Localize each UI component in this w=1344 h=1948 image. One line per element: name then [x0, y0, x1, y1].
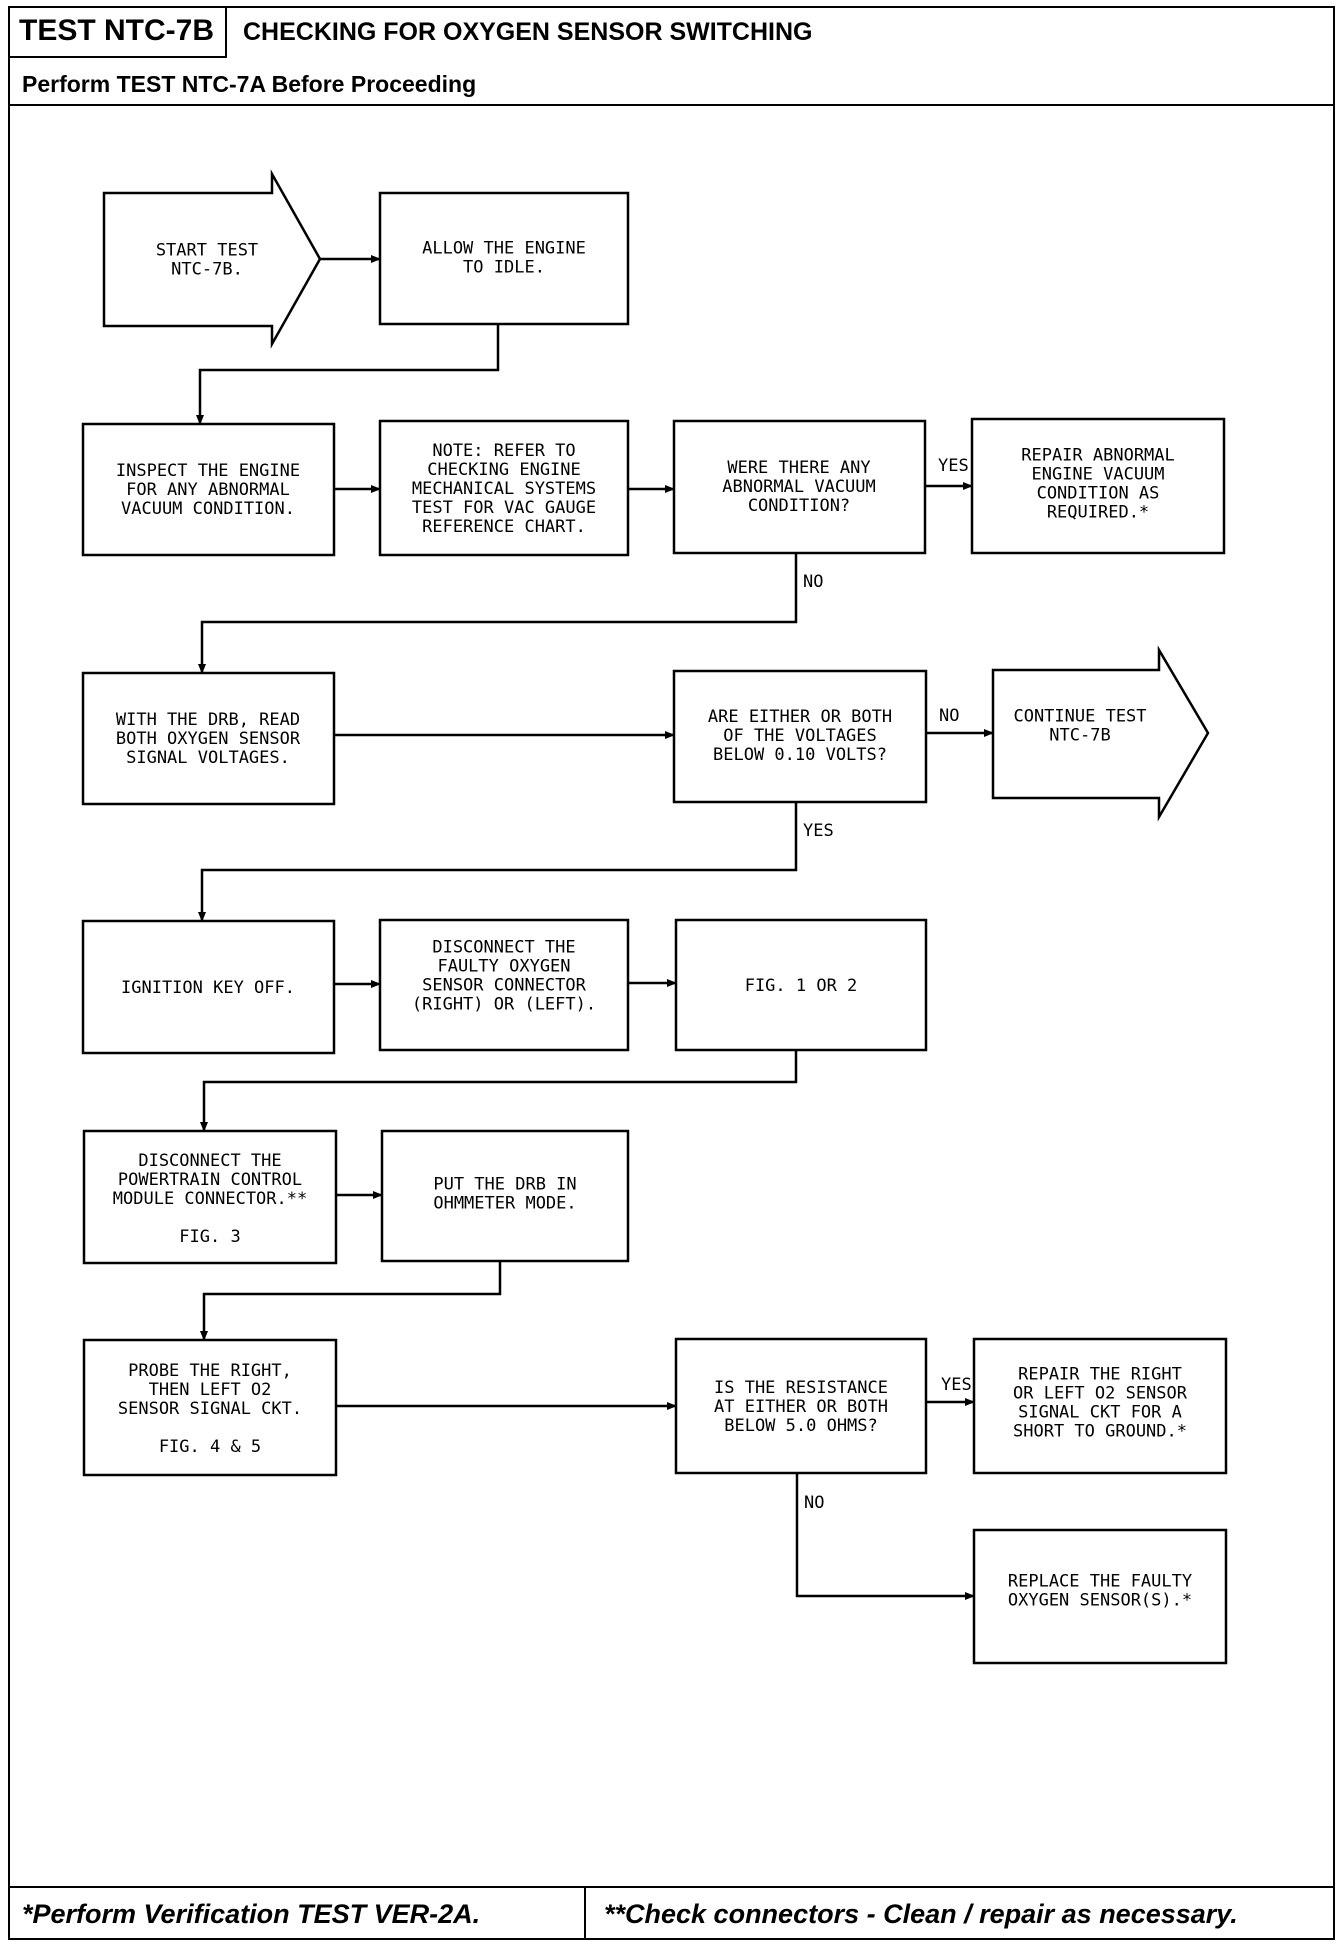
node-text-read-voltages: WITH THE DRB, READ [116, 710, 300, 730]
node-text-q-resistance: BELOW 5.0 OHMS? [724, 1416, 878, 1436]
footer-separator [584, 1886, 586, 1940]
page-frame [8, 6, 1335, 1940]
node-text-disconnect-o2: DISCONNECT THE [432, 938, 575, 958]
node-text-disconnect-pcm: POWERTRAIN CONTROL [118, 1170, 302, 1190]
node-text-allow-idle: TO IDLE. [463, 258, 545, 278]
node-text-q-voltages: BELOW 0.10 VOLTS? [713, 745, 887, 765]
node-start [102, 169, 322, 349]
footer-note-verification: *Perform Verification TEST VER-2A. [22, 1899, 481, 1929]
node-inspect-vacuum [81, 422, 336, 557]
node-text-note-refer: REFERENCE CHART. [422, 517, 586, 537]
node-note-refer [378, 419, 630, 557]
node-text-disconnect-o2: SENSOR CONNECTOR [422, 976, 587, 996]
node-text-q-voltages: ARE EITHER OR BOTH [708, 707, 892, 727]
edge-resistance-no [795, 1473, 975, 1600]
node-text-allow-idle: ALLOW THE ENGINE [422, 239, 586, 259]
node-repair-vacuum [970, 417, 1226, 555]
node-text-fig12: FIG. 1 OR 2 [745, 976, 858, 996]
test-id: TEST NTC-7B [8, 6, 227, 58]
node-text-ohmmeter: PUT THE DRB IN [433, 1175, 576, 1195]
node-disconnect-o2 [378, 918, 630, 1052]
node-text-probe: THEN LEFT O2 [149, 1380, 272, 1400]
node-text-read-voltages: BOTH OXYGEN SENSOR [116, 729, 301, 749]
node-text-continue: NTC-7B [1049, 726, 1110, 746]
node-disconnect-pcm [82, 1129, 338, 1265]
label-voltages-yes: YES [803, 821, 834, 841]
node-continue [991, 645, 1210, 822]
node-text-inspect-vacuum: VACUUM CONDITION. [121, 499, 295, 519]
label-vacuum-no: NO [803, 572, 823, 592]
edge-voltages-yes [198, 802, 798, 922]
node-text-repair-vacuum: ENGINE VACUUM [1031, 465, 1164, 485]
label-voltages-no: NO [939, 706, 959, 726]
node-repair-short [972, 1337, 1228, 1475]
node-text-inspect-vacuum: INSPECT THE ENGINE [116, 461, 300, 481]
edge-vacuum-no [198, 553, 798, 674]
page-subtitle: Perform TEST NTC-7A Before Proceeding [22, 71, 477, 97]
header-divider [8, 104, 1335, 106]
node-text-disconnect-pcm: MODULE CONNECTOR.** [113, 1189, 307, 1209]
node-text-repair-vacuum: REPAIR ABNORMAL [1021, 446, 1175, 466]
node-text-q-resistance: IS THE RESISTANCE [714, 1378, 888, 1398]
node-allow-idle [378, 191, 630, 326]
node-text-repair-short: SIGNAL CKT FOR A [1018, 1403, 1182, 1423]
node-text-disconnect-pcm: FIG. 3 [179, 1227, 240, 1247]
node-text-start: NTC-7B. [171, 260, 243, 280]
node-text-probe: PROBE THE RIGHT, [128, 1361, 292, 1381]
node-text-replace-sensor: REPLACE THE FAULTY [1008, 1572, 1192, 1592]
node-text-ohmmeter: OHMMETER MODE. [433, 1194, 576, 1214]
node-replace-sensor [972, 1528, 1228, 1665]
node-text-repair-short: SHORT TO GROUND.* [1013, 1422, 1187, 1442]
edge-allow-inspect [196, 324, 500, 425]
footer-note-connectors: **Check connectors - Clean / repair as n… [604, 1899, 1238, 1929]
label-resistance-yes: YES [941, 1375, 972, 1395]
edge-fig-pcm [200, 1050, 798, 1132]
footer-divider [8, 1886, 1335, 1888]
node-text-q-voltages: OF THE VOLTAGES [723, 726, 877, 746]
node-text-note-refer: TEST FOR VAC GAUGE [412, 498, 596, 518]
node-text-start: START TEST [156, 241, 258, 261]
node-text-repair-vacuum: CONDITION AS [1037, 484, 1160, 504]
node-text-note-refer: CHECKING ENGINE [427, 460, 581, 480]
node-read-voltages [81, 671, 336, 806]
node-text-probe: SENSOR SIGNAL CKT. [118, 1399, 302, 1419]
node-ohmmeter-mode [380, 1129, 630, 1263]
node-text-q-vacuum: CONDITION? [748, 496, 850, 516]
node-text-q-vacuum: WERE THERE ANY [727, 458, 870, 478]
page-title: CHECKING FOR OXYGEN SENSOR SWITCHING [243, 18, 813, 46]
node-text-disconnect-o2: FAULTY OXYGEN [437, 957, 570, 977]
node-text-disconnect-o2: (RIGHT) OR (LEFT). [412, 995, 596, 1015]
node-text-note-refer: MECHANICAL SYSTEMS [412, 479, 596, 499]
node-key-off [81, 919, 336, 1055]
node-text-key-off: IGNITION KEY OFF. [121, 978, 295, 998]
node-text-continue: CONTINUE TEST [1013, 707, 1146, 727]
connectors [196, 255, 994, 1600]
node-question-voltages [672, 669, 928, 804]
node-text-disconnect-pcm: DISCONNECT THE [138, 1151, 281, 1171]
node-text-replace-sensor: OXYGEN SENSOR(S).* [1008, 1591, 1192, 1611]
label-vacuum-yes: YES [938, 456, 969, 476]
node-text-q-vacuum: ABNORMAL VACUUM [722, 477, 876, 497]
node-text-repair-short: REPAIR THE RIGHT [1018, 1365, 1182, 1385]
edge-ohm-probe [200, 1261, 502, 1341]
node-text-read-voltages: SIGNAL VOLTAGES. [126, 748, 290, 768]
label-resistance-no: NO [804, 1493, 824, 1513]
node-probe [82, 1338, 338, 1477]
node-text-note-refer: NOTE: REFER TO [432, 441, 575, 461]
node-text-repair-vacuum: REQUIRED.* [1047, 503, 1149, 523]
node-text-probe: FIG. 4 & 5 [159, 1437, 261, 1457]
node-text-repair-short: OR LEFT O2 SENSOR [1013, 1384, 1188, 1404]
node-text-q-resistance: AT EITHER OR BOTH [714, 1397, 888, 1417]
node-text-inspect-vacuum: FOR ANY ABNORMAL [126, 480, 290, 500]
node-question-resistance [674, 1337, 928, 1475]
node-question-vacuum [672, 419, 927, 555]
node-fig-1-or-2 [674, 918, 928, 1052]
